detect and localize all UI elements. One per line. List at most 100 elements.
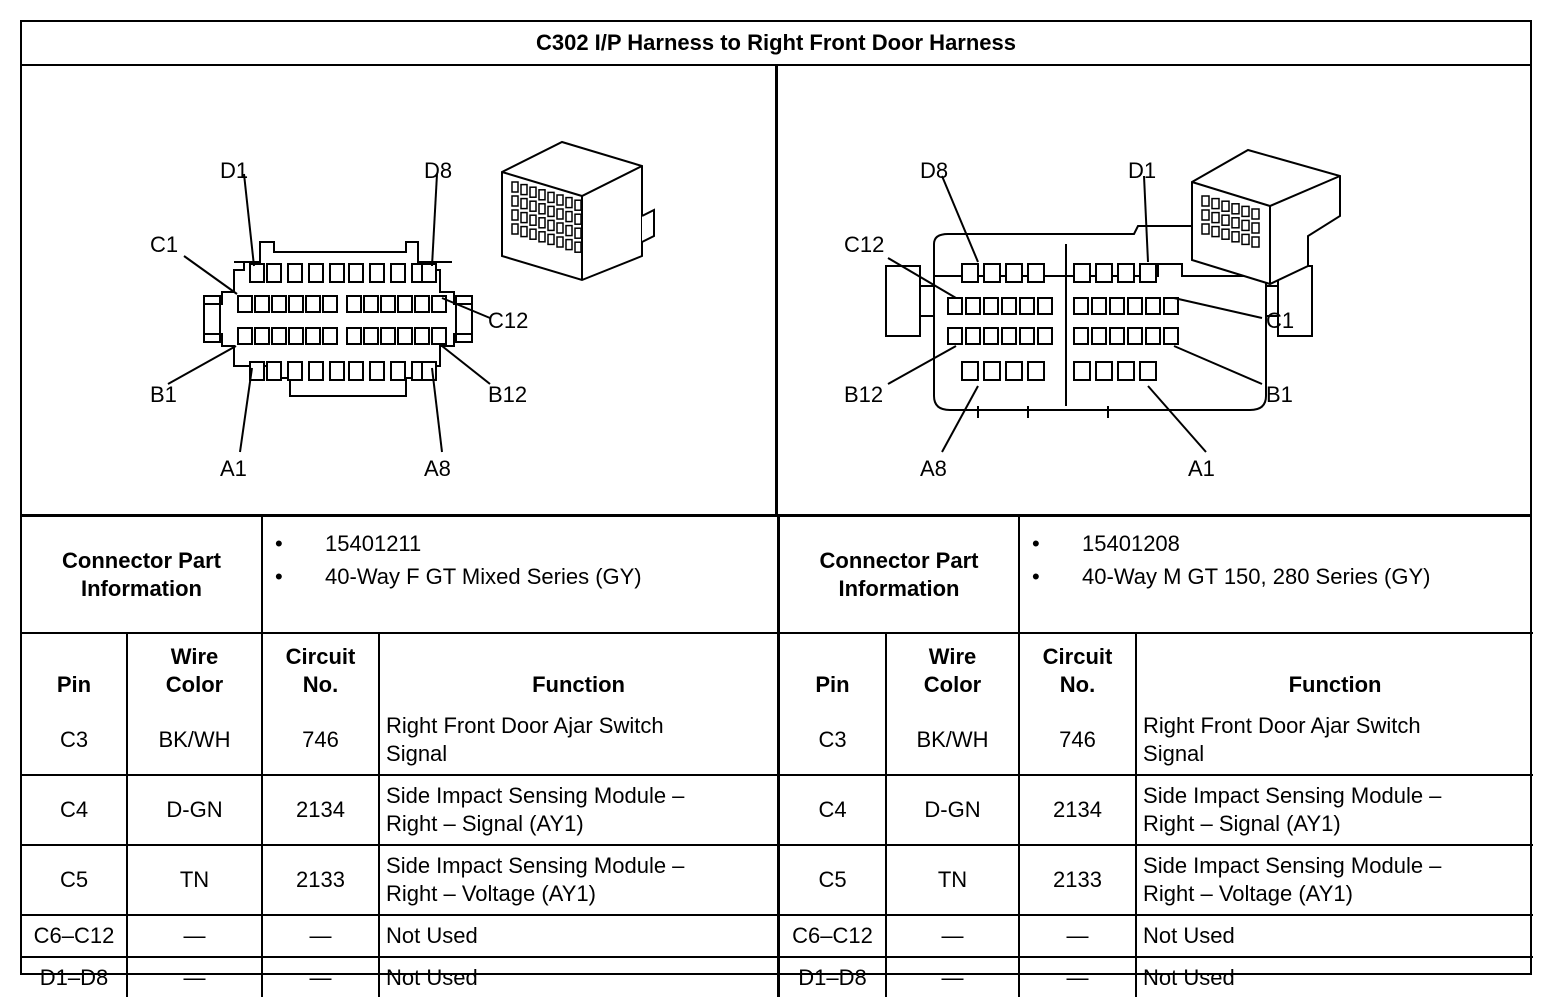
connector-sheet: C302 I/P Harness to Right Front Door Har… xyxy=(20,20,1534,997)
female-connector-face-drawing: D1 D8 C1 C12 B1 B12 A1 A8 xyxy=(150,140,655,481)
function-cell: Side Impact Sensing Module –Right – Volt… xyxy=(378,844,780,916)
terminal-cavity xyxy=(254,295,270,313)
terminal-cavity xyxy=(1139,361,1157,381)
wire-color-cell: — xyxy=(125,914,264,958)
header-function: Function xyxy=(378,632,780,705)
connector-part-info-row: Connector Part Information 15401208 40-W… xyxy=(777,517,1534,634)
table-row: D1–D8——Not Used xyxy=(22,956,780,997)
function-cell: Not Used xyxy=(378,956,780,997)
terminal-cavity xyxy=(249,361,265,381)
wire-color-cell: D-GN xyxy=(884,774,1021,846)
terminal-cavity xyxy=(983,263,1001,283)
terminal-cavity xyxy=(1163,327,1179,345)
pin-cell: D1–D8 xyxy=(778,956,887,997)
terminal-cavity xyxy=(288,295,304,313)
pin-label-c12: C12 xyxy=(488,308,528,333)
pin-label-d1: D1 xyxy=(220,158,248,183)
connector-part-info-list: 15401208 40-Way M GT 150, 280 Series (GY… xyxy=(1018,517,1534,634)
terminal-cavity xyxy=(322,295,338,313)
terminal-cavity xyxy=(1109,297,1125,315)
terminal-cavity xyxy=(1117,263,1135,283)
terminal-cavity xyxy=(363,295,379,313)
connector-part-info-label: Connector Part Information xyxy=(777,517,1021,634)
pin-label-a8: A8 xyxy=(920,456,947,481)
function-cell: Side Impact Sensing Module –Right – Sign… xyxy=(1135,774,1534,846)
wire-color-cell: TN xyxy=(125,844,264,916)
terminal-cavity xyxy=(1145,327,1161,345)
wire-color-cell: — xyxy=(884,956,1021,997)
circuit-cell: — xyxy=(1018,914,1138,958)
header-pin: Pin xyxy=(22,632,128,705)
pin-label-b12: B12 xyxy=(488,382,527,407)
part-description: 40-Way M GT 150, 280 Series (GY) xyxy=(1032,560,1527,593)
terminal-cavity xyxy=(983,297,999,315)
terminal-cavity xyxy=(947,297,963,315)
pin-label-c1: C1 xyxy=(150,232,178,257)
terminal-cavity xyxy=(305,295,321,313)
circuit-cell: 746 xyxy=(1018,705,1138,776)
right-pinout-table: Connector Part Information 15401208 40-W… xyxy=(777,517,1534,997)
terminal-cavity xyxy=(1139,263,1157,283)
terminal-cavity xyxy=(1019,327,1035,345)
terminal-cavity xyxy=(1005,361,1023,381)
terminal-cavity xyxy=(983,327,999,345)
terminal-cavity xyxy=(1073,361,1091,381)
part-description: 40-Way F GT Mixed Series (GY) xyxy=(275,560,771,593)
terminal-cavity xyxy=(414,295,430,313)
pin-label-d1: D1 xyxy=(1128,158,1156,183)
function-cell: Side Impact Sensing Module –Right – Volt… xyxy=(1135,844,1534,916)
pin-cell: C6–C12 xyxy=(778,914,887,958)
terminal-cavity xyxy=(414,327,430,345)
terminal-cavity xyxy=(1091,297,1107,315)
function-cell: Not Used xyxy=(1135,914,1534,958)
terminal-cavity xyxy=(271,295,287,313)
terminal-cavity xyxy=(288,327,304,345)
pin-cell: C3 xyxy=(778,705,887,776)
male-connector-face-drawing: D8 D1 C12 C1 B12 B1 A8 A1 xyxy=(844,148,1341,481)
terminal-cavity xyxy=(237,295,253,313)
part-number: 15401208 xyxy=(1032,527,1527,560)
terminal-cavity xyxy=(397,295,413,313)
terminal-cavity xyxy=(237,327,253,345)
circuit-cell: — xyxy=(261,914,381,958)
pin-cell: C5 xyxy=(22,844,128,916)
terminal-cavity xyxy=(390,361,406,381)
terminal-cavity xyxy=(397,327,413,345)
terminal-cavity xyxy=(305,327,321,345)
header-function: Function xyxy=(1135,632,1534,705)
terminal-cavity xyxy=(1001,297,1017,315)
terminal-cavity xyxy=(329,361,345,381)
terminal-cavity xyxy=(983,361,1001,381)
terminal-cavity xyxy=(363,327,379,345)
pin-label-a1: A1 xyxy=(220,456,247,481)
terminal-cavity xyxy=(947,327,963,345)
function-cell: Not Used xyxy=(378,914,780,958)
terminal-cavity xyxy=(1073,327,1089,345)
terminal-cavity xyxy=(1163,297,1179,315)
connector-isometric-view xyxy=(501,140,655,282)
wire-color-cell: — xyxy=(125,956,264,997)
terminal-cavity xyxy=(308,361,324,381)
pin-label-b1: B1 xyxy=(150,382,177,407)
terminal-cavity xyxy=(369,263,385,283)
terminal-cavity xyxy=(346,295,362,313)
connector-isometric-view xyxy=(1191,148,1341,286)
terminal-cavity xyxy=(965,297,981,315)
terminal-cavity xyxy=(1037,297,1053,315)
terminal-cavity xyxy=(380,327,396,345)
terminal-cavity xyxy=(287,263,303,283)
pin-label-b12: B12 xyxy=(844,382,883,407)
terminal-cavity xyxy=(965,327,981,345)
terminal-cavity xyxy=(329,263,345,283)
right-connector-diagram: D8 D1 C12 C1 B12 B1 A8 A1 xyxy=(778,66,1530,514)
terminal-cavity xyxy=(431,295,447,313)
terminal-cavity xyxy=(348,263,364,283)
pin-cell: D1–D8 xyxy=(22,956,128,997)
